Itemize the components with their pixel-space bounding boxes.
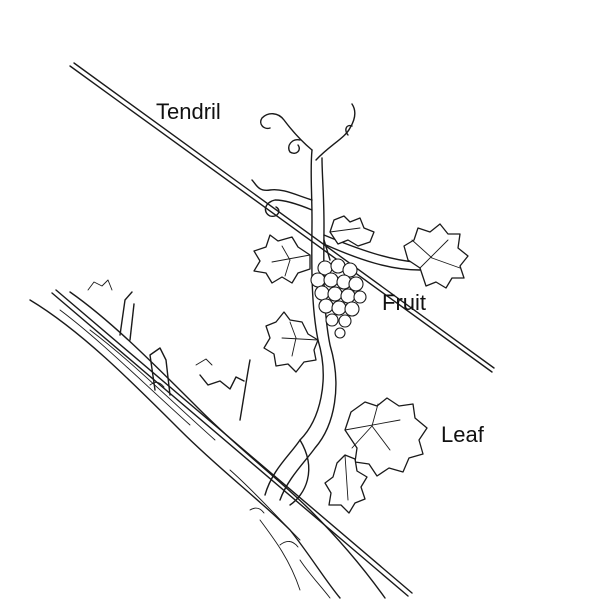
- leaf-lower-large: [345, 398, 427, 476]
- leaf-lower-small: [325, 455, 367, 513]
- label-tendril: Tendril: [156, 101, 221, 123]
- tendrils: [252, 104, 355, 216]
- pruned-spurs: [88, 280, 250, 420]
- label-fruit: Fruit: [382, 292, 426, 314]
- leaf-upper-center: [330, 216, 374, 246]
- leaf-upper-left: [254, 235, 310, 283]
- leaf-right: [404, 224, 468, 288]
- label-leaf: Leaf: [441, 424, 484, 446]
- vine-trunk: [30, 292, 385, 598]
- leaf-middle-left: [264, 312, 318, 372]
